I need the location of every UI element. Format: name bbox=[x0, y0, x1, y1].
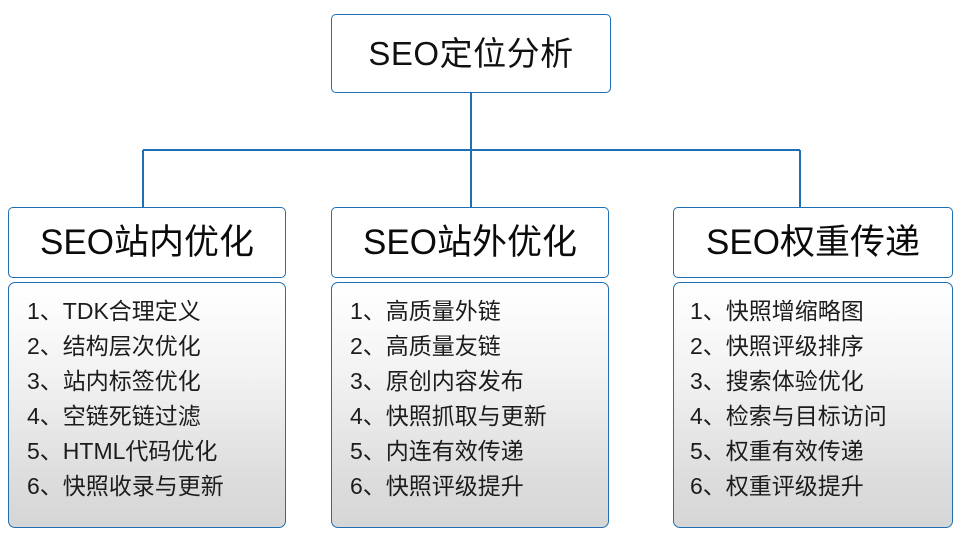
list-item[interactable]: 5、 HTML代码优化 bbox=[27, 434, 285, 469]
item-number: 4、 bbox=[690, 403, 726, 429]
item-list-1: 1、 TDK合理定义 2、 结构层次优化 3、 站内标签优化 4、 空链死链过滤… bbox=[9, 294, 285, 504]
item-label: 搜索体验优化 bbox=[725, 368, 864, 394]
item-number: 4、 bbox=[350, 403, 386, 429]
branch-header-label-3: SEO权重传递 bbox=[706, 223, 920, 262]
item-label: 站内标签优化 bbox=[62, 368, 201, 394]
list-item[interactable]: 3、 原创内容发布 bbox=[350, 364, 608, 399]
branch-header-3[interactable]: SEO权重传递 bbox=[673, 207, 953, 278]
list-item[interactable]: 6、 快照收录与更新 bbox=[27, 469, 285, 504]
item-number: 3、 bbox=[27, 368, 63, 394]
item-number: 4、 bbox=[27, 403, 63, 429]
item-label: TDK合理定义 bbox=[62, 298, 201, 324]
item-number: 1、 bbox=[27, 298, 63, 324]
branch-header-1[interactable]: SEO站内优化 bbox=[8, 207, 286, 278]
item-number: 2、 bbox=[690, 333, 726, 359]
list-item[interactable]: 6、 权重评级提升 bbox=[690, 469, 952, 504]
item-number: 5、 bbox=[27, 438, 63, 464]
item-number: 3、 bbox=[690, 368, 726, 394]
branch-column-1: SEO站内优化 1、 TDK合理定义 2、 结构层次优化 3、 站内标签优化 4… bbox=[8, 207, 286, 528]
item-label: 快照增缩略图 bbox=[725, 298, 864, 324]
item-label: 快照评级提升 bbox=[385, 473, 524, 499]
branch-column-3: SEO权重传递 1、 快照增缩略图 2、 快照评级排序 3、 搜索体验优化 4、 bbox=[673, 207, 953, 528]
list-item[interactable]: 1、 TDK合理定义 bbox=[27, 294, 285, 329]
list-item[interactable]: 1、 快照增缩略图 bbox=[690, 294, 952, 329]
item-number: 5、 bbox=[350, 438, 386, 464]
item-label: 快照收录与更新 bbox=[62, 473, 224, 499]
item-number: 2、 bbox=[350, 333, 386, 359]
item-number: 6、 bbox=[690, 473, 726, 499]
item-label: 空链死链过滤 bbox=[62, 403, 201, 429]
item-label: 权重评级提升 bbox=[725, 473, 864, 499]
item-number: 5、 bbox=[690, 438, 726, 464]
list-item[interactable]: 3、 搜索体验优化 bbox=[690, 364, 952, 399]
list-item[interactable]: 6、 快照评级提升 bbox=[350, 469, 608, 504]
branch-header-label-1: SEO站内优化 bbox=[40, 223, 254, 262]
item-number: 6、 bbox=[27, 473, 63, 499]
item-number: 1、 bbox=[350, 298, 386, 324]
item-label: 权重有效传递 bbox=[725, 438, 864, 464]
list-item[interactable]: 3、 站内标签优化 bbox=[27, 364, 285, 399]
list-item[interactable]: 5、 权重有效传递 bbox=[690, 434, 952, 469]
item-number: 1、 bbox=[690, 298, 726, 324]
root-node[interactable]: SEO定位分析 bbox=[331, 14, 611, 93]
item-list-3: 1、 快照增缩略图 2、 快照评级排序 3、 搜索体验优化 4、 检索与目标访问… bbox=[674, 294, 952, 504]
item-label: 快照抓取与更新 bbox=[385, 403, 547, 429]
list-item[interactable]: 2、 快照评级排序 bbox=[690, 329, 952, 364]
list-item[interactable]: 2、 高质量友链 bbox=[350, 329, 608, 364]
list-item[interactable]: 4、 快照抓取与更新 bbox=[350, 399, 608, 434]
list-item[interactable]: 4、 检索与目标访问 bbox=[690, 399, 952, 434]
root-node-label: SEO定位分析 bbox=[368, 35, 574, 72]
item-list-2: 1、 高质量外链 2、 高质量友链 3、 原创内容发布 4、 快照抓取与更新 5… bbox=[332, 294, 608, 504]
branch-header-label-2: SEO站外优化 bbox=[363, 223, 577, 262]
list-item[interactable]: 2、 结构层次优化 bbox=[27, 329, 285, 364]
item-label: 快照评级排序 bbox=[725, 333, 864, 359]
branch-header-2[interactable]: SEO站外优化 bbox=[331, 207, 609, 278]
branch-column-2: SEO站外优化 1、 高质量外链 2、 高质量友链 3、 原创内容发布 4、 快 bbox=[331, 207, 609, 528]
item-label: HTML代码优化 bbox=[62, 438, 218, 464]
list-item[interactable]: 1、 高质量外链 bbox=[350, 294, 608, 329]
branch-body-3: 1、 快照增缩略图 2、 快照评级排序 3、 搜索体验优化 4、 检索与目标访问… bbox=[673, 282, 953, 528]
list-item[interactable]: 4、 空链死链过滤 bbox=[27, 399, 285, 434]
item-number: 2、 bbox=[27, 333, 63, 359]
branch-body-2: 1、 高质量外链 2、 高质量友链 3、 原创内容发布 4、 快照抓取与更新 5… bbox=[331, 282, 609, 528]
item-label: 检索与目标访问 bbox=[725, 403, 887, 429]
item-label: 原创内容发布 bbox=[385, 368, 524, 394]
item-number: 3、 bbox=[350, 368, 386, 394]
branch-body-1: 1、 TDK合理定义 2、 结构层次优化 3、 站内标签优化 4、 空链死链过滤… bbox=[8, 282, 286, 528]
item-label: 结构层次优化 bbox=[62, 333, 201, 359]
item-label: 内连有效传递 bbox=[385, 438, 524, 464]
list-item[interactable]: 5、 内连有效传递 bbox=[350, 434, 608, 469]
item-number: 6、 bbox=[350, 473, 386, 499]
item-label: 高质量外链 bbox=[385, 298, 501, 324]
item-label: 高质量友链 bbox=[385, 333, 501, 359]
